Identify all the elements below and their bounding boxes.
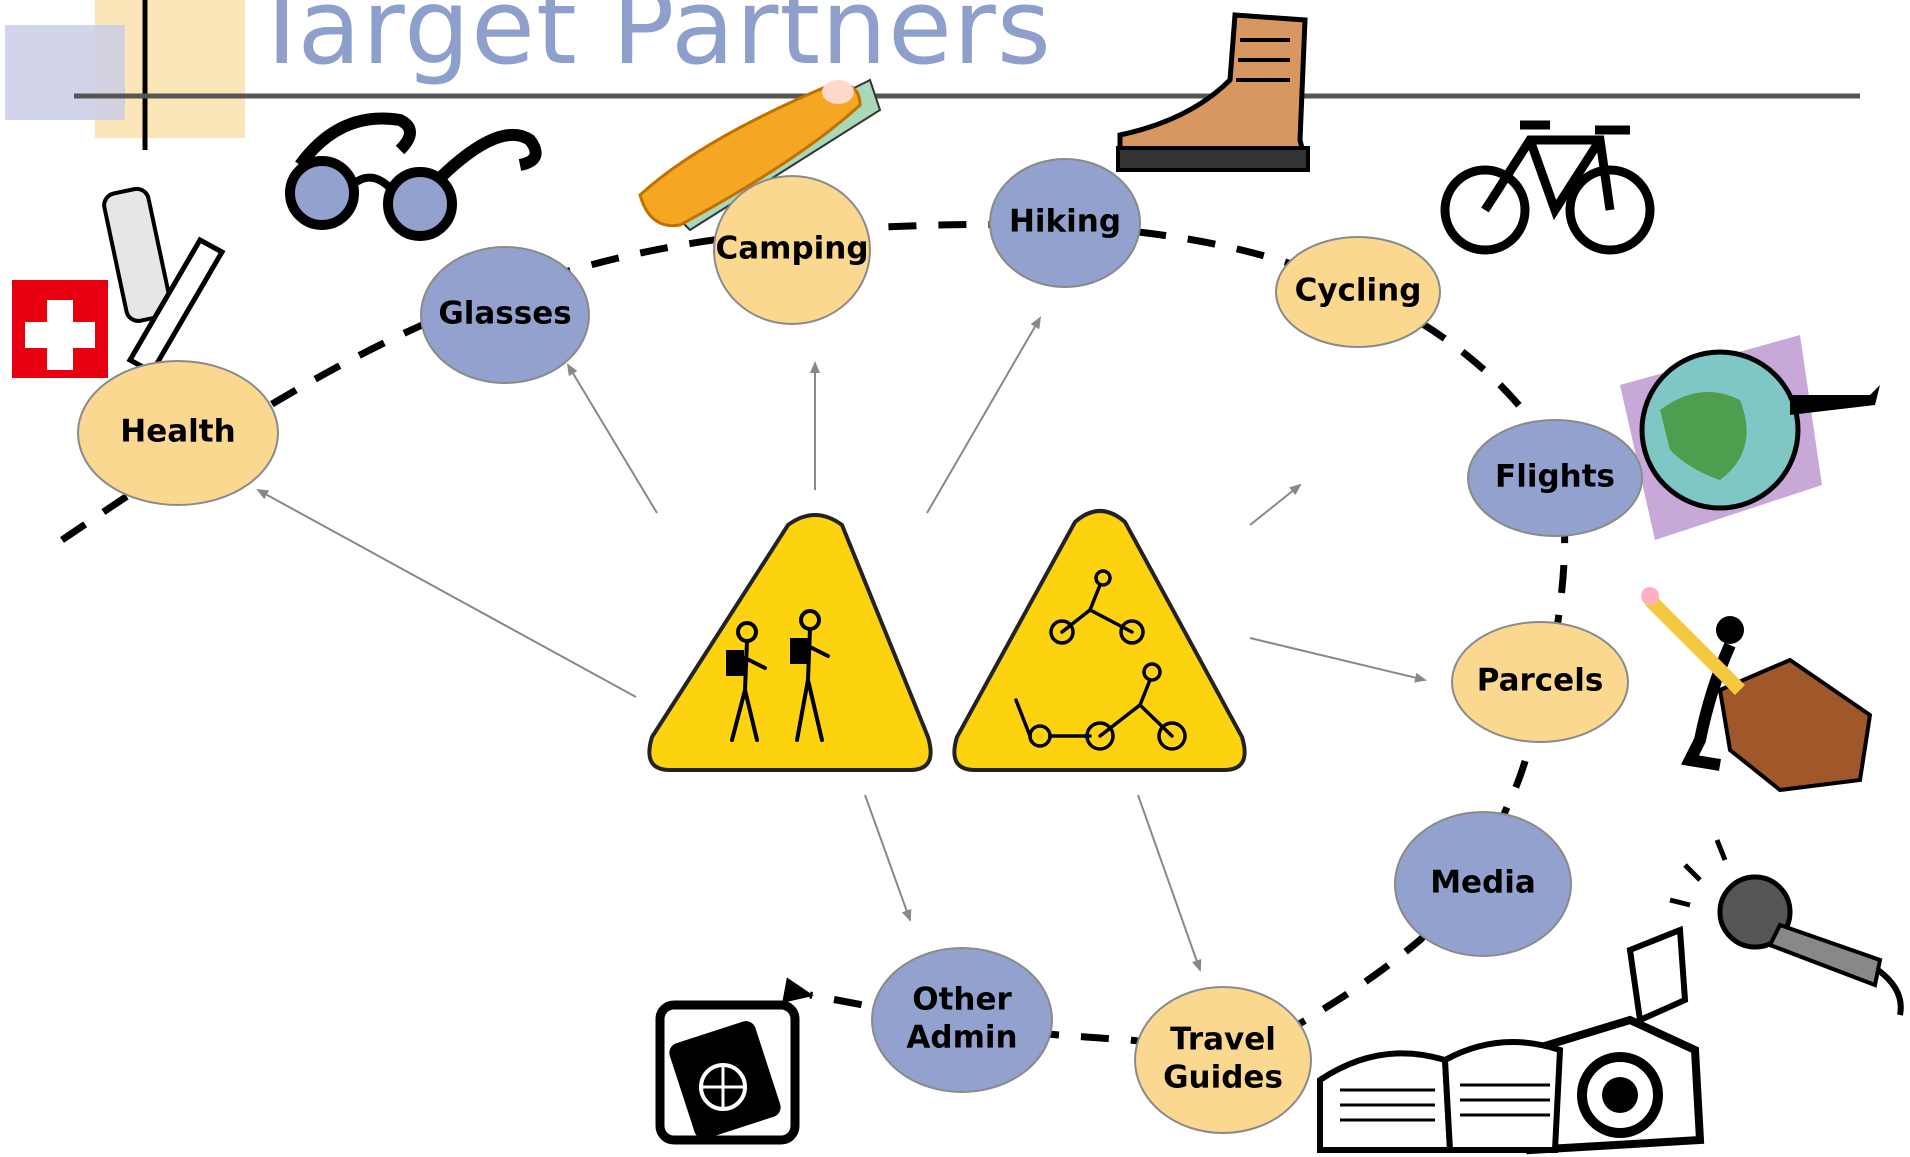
book-icon	[1317, 1039, 1564, 1153]
node-ellipse	[989, 158, 1141, 288]
node-label: Hiking	[1009, 204, 1121, 240]
node-flights: Flights	[1467, 419, 1643, 537]
globe-airplane-icon	[1620, 335, 1880, 540]
arrow-to-cycling	[1249, 483, 1302, 526]
node-label: Travel	[1170, 1022, 1276, 1058]
arrow-to-parcels	[1249, 637, 1427, 683]
title-decoration	[5, 0, 1860, 150]
arrow-to-health	[256, 489, 637, 698]
node-label: Admin	[906, 1020, 1017, 1056]
node-ellipse	[1134, 986, 1312, 1134]
microphone-icon	[1669, 839, 1904, 1016]
nodes: Health Glasses Camping HikingCyclingFlights…	[77, 158, 1643, 1134]
node-hiking: Hiking	[989, 158, 1141, 288]
node-label: Guides	[1163, 1060, 1283, 1096]
node-label: Glasses	[438, 296, 571, 332]
arrow-to-travel-guides	[1137, 794, 1202, 972]
slide-title: Target Partners	[250, 0, 1052, 88]
node-label: Media	[1430, 865, 1536, 901]
node-label: Parcels	[1477, 663, 1604, 699]
node-health: Health	[77, 360, 279, 506]
spoke-arrows	[256, 316, 1427, 972]
bicycle-icon	[1440, 120, 1655, 255]
arrow-to-other-admin	[864, 794, 912, 922]
node-label: Other	[912, 982, 1012, 1018]
node-label: Health	[120, 414, 235, 450]
node-ellipse	[1451, 621, 1629, 743]
node-ellipse	[1275, 236, 1441, 348]
arrow-to-glasses	[566, 363, 658, 514]
first-aid-icon	[12, 186, 226, 378]
hiking-boot-icon	[1116, 12, 1310, 172]
node-parcels: Parcels	[1451, 621, 1629, 743]
node-ellipse	[713, 175, 871, 325]
node-cycling: Cycling	[1275, 236, 1441, 348]
node-media: Media	[1394, 811, 1572, 957]
node-label: Cycling	[1295, 273, 1422, 309]
node-ellipse	[420, 246, 590, 384]
passport-icon	[655, 1000, 800, 1145]
camera-icon	[1510, 925, 1705, 1155]
node-ellipse	[871, 947, 1053, 1093]
hiker-warning-sign-icon	[647, 513, 933, 772]
node-label: Flights	[1495, 459, 1615, 495]
node-ellipse	[77, 360, 279, 506]
glasses-icon	[285, 112, 542, 241]
sleeping-bag-icon	[638, 78, 882, 232]
node-camping: Camping	[713, 175, 871, 325]
cyclist-warning-sign-icon	[952, 509, 1247, 772]
node-glasses: Glasses	[420, 246, 590, 384]
node-ellipse	[1394, 811, 1572, 957]
node-ellipse	[1467, 419, 1643, 537]
parcel-icon	[1641, 587, 1873, 793]
node-label: Camping	[715, 231, 868, 267]
arrow-to-hiking	[926, 316, 1042, 514]
